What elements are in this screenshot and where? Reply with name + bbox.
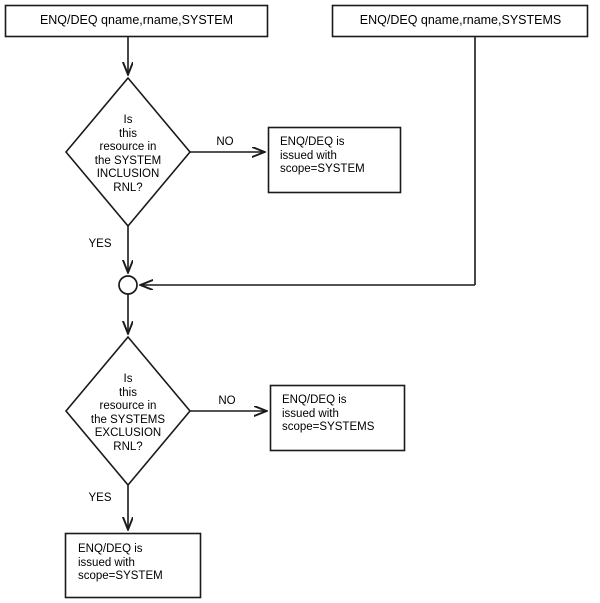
edge-label-exclusion-yes: YES	[88, 492, 112, 504]
process-box-scope-system-no	[267, 126, 402, 194]
edge-label-exclusion-no: NO	[218, 395, 236, 407]
start-box-right	[331, 4, 589, 38]
start-box-left	[4, 4, 269, 38]
edge-label-inclusion-no: NO	[216, 136, 234, 148]
edge-label-inclusion-yes: YES	[88, 238, 112, 250]
process-box-scope-system-yes	[64, 532, 202, 599]
decision-diamond-inclusion	[64, 76, 192, 228]
decision-diamond-exclusion	[64, 335, 192, 487]
merge-point-circle	[118, 275, 138, 295]
process-box-scope-systems-no	[269, 384, 406, 452]
